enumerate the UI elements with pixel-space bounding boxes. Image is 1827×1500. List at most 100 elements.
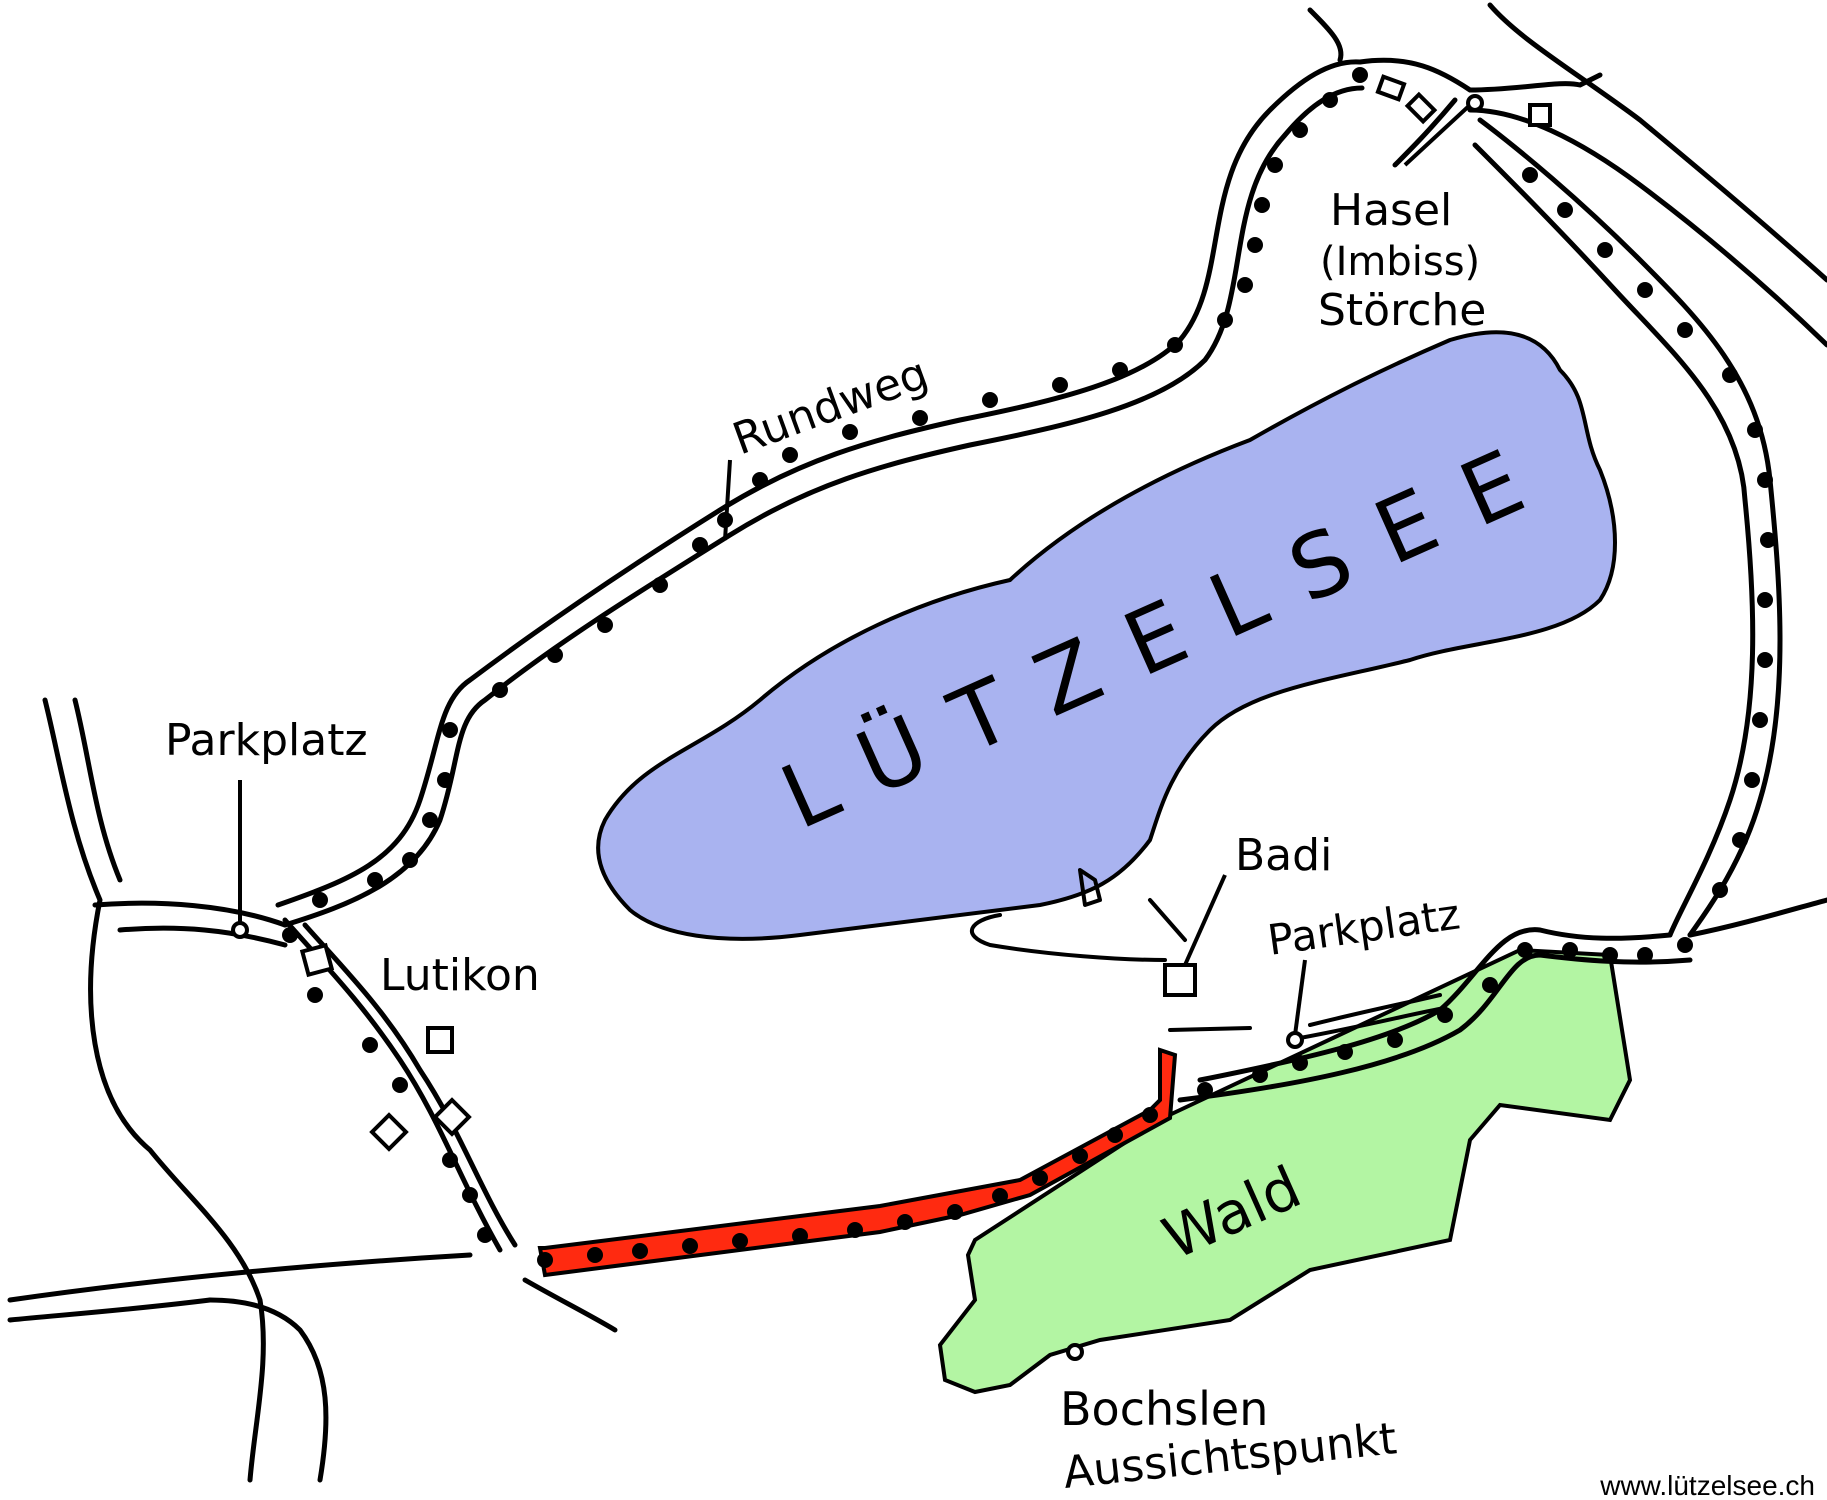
east-loop-inner xyxy=(1472,142,1756,938)
badi-pointer xyxy=(1148,898,1187,942)
rundweg-dot xyxy=(1032,1170,1048,1186)
rundweg-dot xyxy=(752,472,768,488)
rundweg-dot xyxy=(1482,977,1498,993)
rundweg-dot xyxy=(1732,832,1748,848)
rundweg-dot xyxy=(982,392,998,408)
rundweg-dot xyxy=(1247,237,1263,253)
rundweg-dot xyxy=(1757,472,1773,488)
rundweg-dot xyxy=(1757,652,1773,668)
rundweg-outer-line xyxy=(275,59,1363,908)
rundweg-dot xyxy=(1557,202,1573,218)
buildings xyxy=(299,74,1552,1152)
rundweg-inner-line xyxy=(282,85,1365,928)
rundweg-dot xyxy=(1322,92,1338,108)
parkplatz-south-marker xyxy=(1286,1031,1304,1049)
parkplatz-west-marker xyxy=(231,921,249,939)
rundweg-dot xyxy=(1107,1127,1123,1143)
rundweg-dot xyxy=(1112,362,1128,378)
hasel-label: Hasel xyxy=(1330,185,1452,236)
rundweg-dot xyxy=(682,1238,698,1254)
rundweg-dot xyxy=(1292,1055,1308,1071)
parkplatz-south-label: Parkplatz xyxy=(1265,889,1463,964)
rundweg-dot xyxy=(1744,772,1760,788)
badi-label: Badi xyxy=(1235,830,1332,881)
bochslen-label: Bochslen xyxy=(1060,1382,1268,1436)
rundweg-dot xyxy=(1562,942,1578,958)
rundweg-dot xyxy=(1337,1044,1353,1060)
building xyxy=(432,1097,472,1137)
website-credit: www.lützelsee.ch xyxy=(1599,1470,1815,1500)
lutikon-road-inner xyxy=(302,922,518,1248)
rundweg-dot xyxy=(1252,1067,1268,1083)
rundweg-dot xyxy=(537,1252,553,1268)
rundweg-dot xyxy=(1197,1082,1213,1098)
stoerche-label: Störche xyxy=(1318,285,1486,336)
south-west-road xyxy=(7,1252,473,1483)
rundweg-dot xyxy=(1437,1007,1453,1023)
rundweg-dot xyxy=(442,722,458,738)
rundweg-dot xyxy=(442,1152,458,1168)
badi-label-pointer xyxy=(1183,874,1227,966)
rundweg-dot xyxy=(307,987,323,1003)
north-road-3 xyxy=(1487,2,1827,283)
rundweg-dot xyxy=(1517,942,1533,958)
north-road-1 xyxy=(1307,7,1344,63)
rundweg-dot xyxy=(362,1037,378,1053)
rundweg-dot xyxy=(1597,242,1613,258)
rundweg-dot xyxy=(402,852,418,868)
building xyxy=(426,1026,454,1054)
rundweg-dot xyxy=(1522,167,1538,183)
west-road-1 xyxy=(42,697,266,1483)
south-road-outer xyxy=(1197,927,1673,1083)
imbiss-label: (Imbiss) xyxy=(1320,239,1480,285)
rundweg-dot xyxy=(652,577,668,593)
lutikon-label: Lutikon xyxy=(380,950,540,1001)
rundweg-dot xyxy=(1254,197,1270,213)
parkplatz-west-label: Parkplatz xyxy=(165,715,368,766)
badi-access-road xyxy=(969,913,1167,962)
badi-building xyxy=(1163,963,1197,997)
rundweg-dot xyxy=(282,927,298,943)
rundweg-dot xyxy=(1072,1148,1088,1164)
building xyxy=(299,942,335,978)
east-road xyxy=(1687,897,1827,938)
rundweg-label: Rundweg xyxy=(726,348,934,465)
west-road-4 xyxy=(117,925,288,948)
building xyxy=(1528,103,1552,127)
rundweg-dot xyxy=(992,1188,1008,1204)
rundweg-dot xyxy=(842,424,858,440)
north-road-5 xyxy=(1392,97,1458,168)
rundweg-dot xyxy=(392,1077,408,1093)
rundweg-dot xyxy=(422,812,438,828)
rundweg-dot xyxy=(632,1243,648,1259)
rundweg-dot xyxy=(847,1222,863,1238)
rundweg-dot xyxy=(1237,277,1253,293)
rundweg-dot xyxy=(367,872,383,888)
rundweg-dot xyxy=(1760,532,1776,548)
rundweg-dot xyxy=(462,1187,478,1203)
rundweg-dot xyxy=(1637,947,1653,963)
rundweg-dot xyxy=(1637,282,1653,298)
rundweg-dot xyxy=(792,1228,808,1244)
rundweg-dot xyxy=(1217,312,1233,328)
parkplatz-south-pointer xyxy=(1293,959,1307,1036)
rundweg-dot xyxy=(547,647,563,663)
rundweg-dot xyxy=(477,1227,493,1243)
rundweg-dot xyxy=(1052,377,1068,393)
markers xyxy=(231,94,1484,1361)
rundweg-dot xyxy=(1712,882,1728,898)
building xyxy=(1404,91,1438,125)
rundweg-dot xyxy=(492,682,508,698)
rundweg-dot xyxy=(1752,712,1768,728)
rundweg-dot xyxy=(1677,937,1693,953)
rundweg-dot xyxy=(732,1233,748,1249)
west-road-3 xyxy=(92,900,288,928)
rundweg-dot xyxy=(1722,367,1738,383)
forest-area xyxy=(937,947,1633,1395)
south-exit-road xyxy=(522,1277,618,1333)
hasel-pointer xyxy=(1403,103,1472,167)
north-road-4 xyxy=(1467,107,1827,348)
building xyxy=(1375,74,1407,102)
south-road-inner xyxy=(1177,952,1693,1103)
